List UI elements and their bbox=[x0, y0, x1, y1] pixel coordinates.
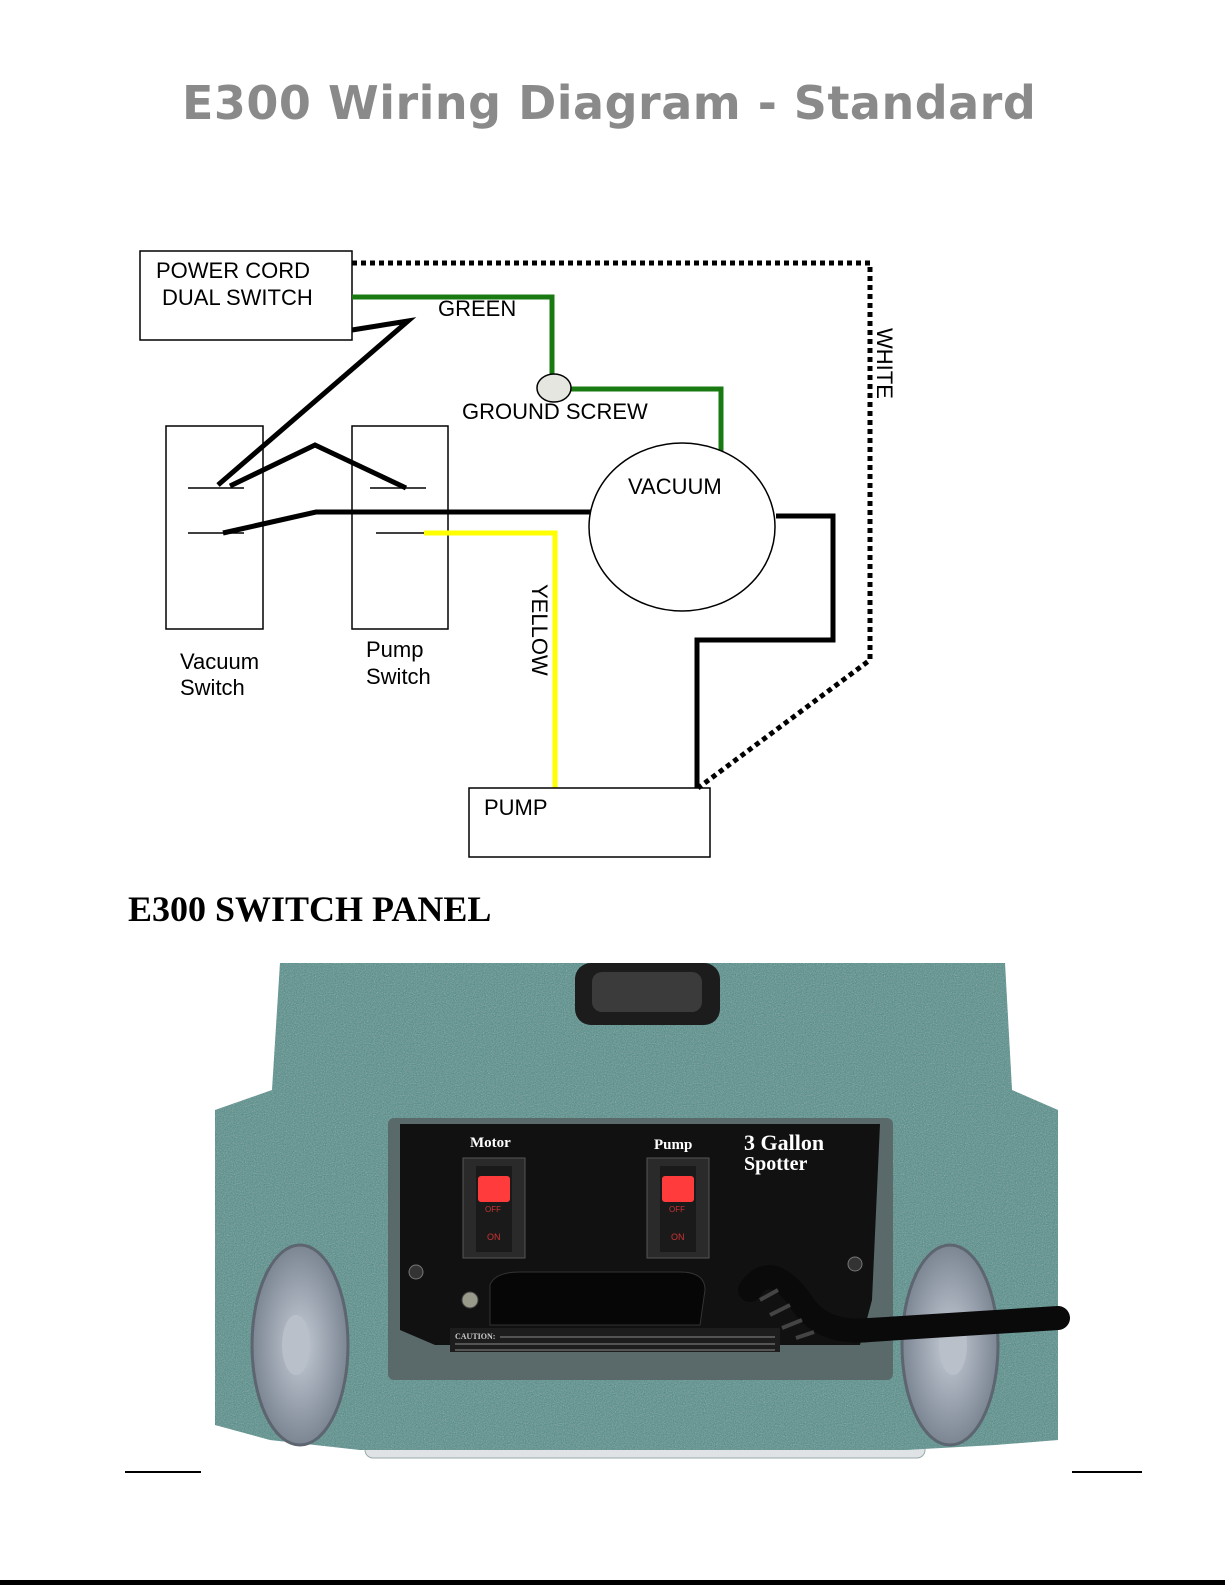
caution-text: CAUTION: bbox=[455, 1332, 495, 1341]
top-latch-inner bbox=[592, 972, 702, 1012]
motor-switch-red-cap bbox=[478, 1176, 510, 1202]
pump-switch-red-cap bbox=[662, 1176, 694, 1202]
caution-strip bbox=[450, 1328, 780, 1352]
pump-off-mark: OFF bbox=[669, 1205, 685, 1214]
panel-screw-right bbox=[848, 1257, 862, 1271]
brand-line2: Spotter bbox=[744, 1153, 807, 1175]
handle-slot bbox=[490, 1272, 705, 1325]
pump-switch-photo-label: Pump bbox=[654, 1137, 692, 1153]
motor-switch-label: Motor bbox=[470, 1135, 511, 1151]
brand-line1: 3 Gallon bbox=[744, 1130, 824, 1155]
motor-on-mark: ON bbox=[487, 1232, 501, 1242]
pump-on-mark: ON bbox=[671, 1232, 685, 1242]
panel-screw-bottom bbox=[462, 1292, 478, 1308]
footer-rule-left bbox=[125, 1471, 201, 1473]
motor-off-mark: OFF bbox=[485, 1205, 501, 1214]
left-wheel-hub bbox=[282, 1315, 310, 1375]
panel-screw-left bbox=[409, 1265, 423, 1279]
page-bottom-rule bbox=[0, 1580, 1225, 1585]
footer-rule-right bbox=[1072, 1471, 1142, 1473]
